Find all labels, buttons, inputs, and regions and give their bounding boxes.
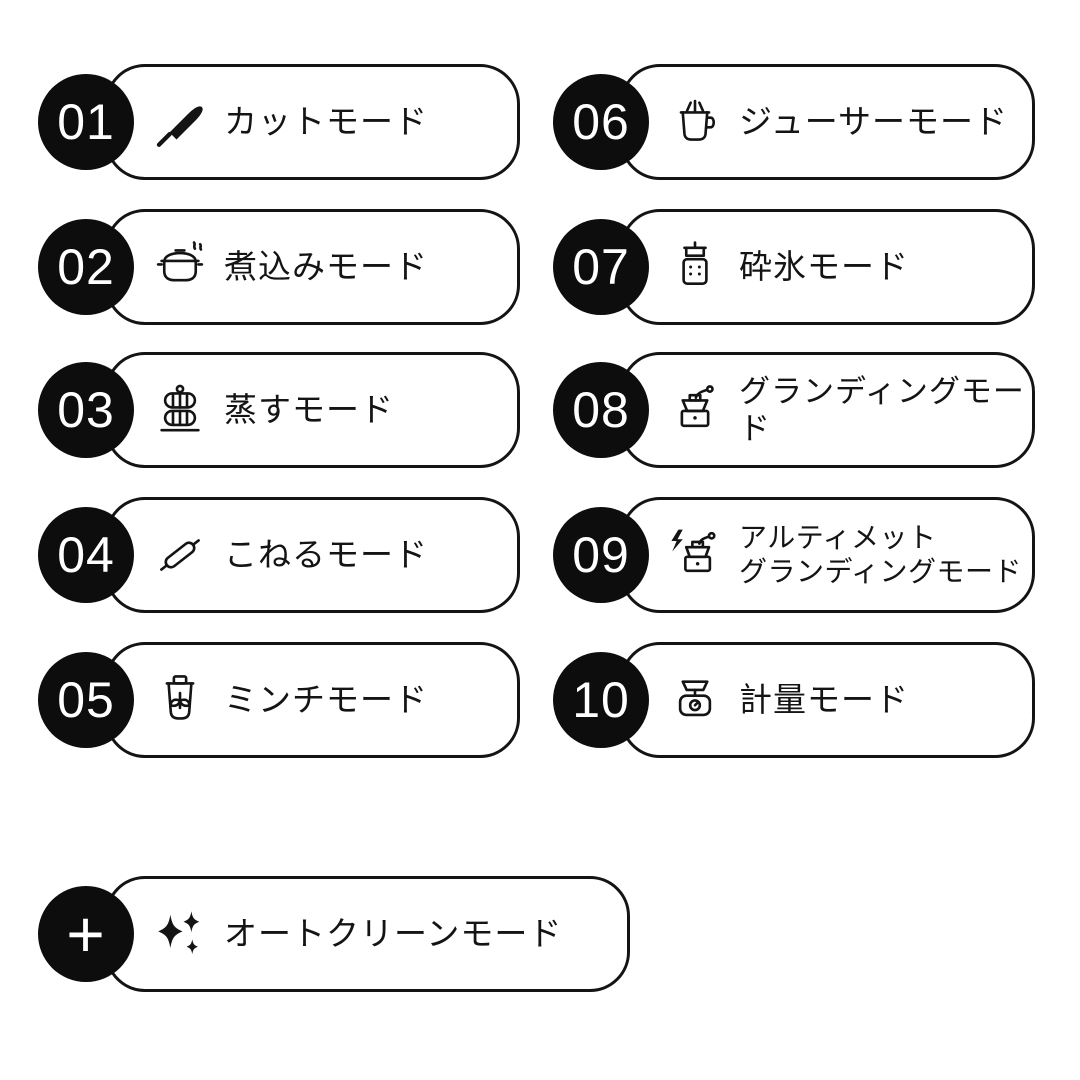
juicer-icon	[667, 94, 723, 150]
mode-label: 蒸すモード	[224, 391, 394, 429]
mode-number: 09	[572, 527, 630, 583]
mode-number: 01	[57, 94, 115, 150]
mode-number: 10	[572, 672, 630, 728]
steamer-icon	[152, 382, 208, 438]
mode-number: 05	[57, 672, 115, 728]
mode-capsule: 砕氷モード	[620, 209, 1035, 325]
mode-label: 砕氷モード	[739, 248, 909, 286]
mode-row-01: カットモード 01	[38, 64, 520, 180]
ultimate-mill-icon	[667, 527, 723, 583]
mode-label: こねるモード	[224, 536, 428, 574]
mode-capsule: 蒸すモード	[105, 352, 520, 468]
mode-capsule: オートクリーンモード	[105, 876, 630, 992]
mode-number: +	[66, 897, 106, 971]
mode-number-badge: 10	[553, 652, 649, 748]
mode-capsule: アルティメット グランディングモード	[620, 497, 1035, 613]
mode-number-badge: 05	[38, 652, 134, 748]
mode-label: カットモード	[224, 103, 428, 141]
mode-row-09: アルティメット グランディングモード 09	[553, 497, 1035, 613]
stew-pot-icon	[152, 239, 208, 295]
mode-number-badge: 01	[38, 74, 134, 170]
rolling-pin-icon	[152, 527, 208, 583]
plus-badge: +	[38, 886, 134, 982]
mode-number: 07	[572, 239, 630, 295]
chopper-icon	[152, 672, 208, 728]
mode-number-badge: 04	[38, 507, 134, 603]
mode-capsule: ミンチモード	[105, 642, 520, 758]
mode-row-10: 計量モード 10	[553, 642, 1035, 758]
mode-capsule: カットモード	[105, 64, 520, 180]
mode-number: 02	[57, 239, 115, 295]
knife-icon	[152, 94, 208, 150]
mode-label: オートクリーンモード	[224, 915, 563, 953]
mode-row-03: 蒸すモード 03	[38, 352, 520, 468]
mode-label: グランディングモード	[739, 373, 1025, 446]
mode-row-08: グランディングモード 08	[553, 352, 1035, 468]
kitchen-scale-icon	[667, 672, 723, 728]
mode-row-06: ジューサーモード 06	[553, 64, 1035, 180]
mode-capsule: 煮込みモード	[105, 209, 520, 325]
coffee-mill-icon	[667, 382, 723, 438]
mode-capsule: ジューサーモード	[620, 64, 1035, 180]
mode-row-07: 砕氷モード 07	[553, 209, 1035, 325]
mode-number-badge: 08	[553, 362, 649, 458]
mode-capsule: こねるモード	[105, 497, 520, 613]
mode-row-04: こねるモード 04	[38, 497, 520, 613]
mode-row-02: 煮込みモード 02	[38, 209, 520, 325]
mode-capsule: 計量モード	[620, 642, 1035, 758]
mode-number-badge: 03	[38, 362, 134, 458]
mode-number-badge: 07	[553, 219, 649, 315]
mode-label: ジューサーモード	[739, 103, 1009, 141]
mode-number: 06	[572, 94, 630, 150]
mode-number: 03	[57, 382, 115, 438]
sparkles-icon	[152, 906, 208, 962]
mode-label: 計量モード	[739, 681, 909, 719]
mode-capsule: グランディングモード	[620, 352, 1035, 468]
mode-number-badge: 06	[553, 74, 649, 170]
mode-label: アルティメット グランディングモード	[739, 522, 1023, 587]
mode-row-auto-clean: オートクリーンモード +	[38, 876, 630, 992]
mode-number-badge: 09	[553, 507, 649, 603]
ice-crusher-icon	[667, 239, 723, 295]
mode-label: ミンチモード	[224, 681, 428, 719]
mode-label: 煮込みモード	[224, 248, 428, 286]
mode-number: 04	[57, 527, 115, 583]
mode-row-05: ミンチモード 05	[38, 642, 520, 758]
mode-number-badge: 02	[38, 219, 134, 315]
mode-number: 08	[572, 382, 630, 438]
